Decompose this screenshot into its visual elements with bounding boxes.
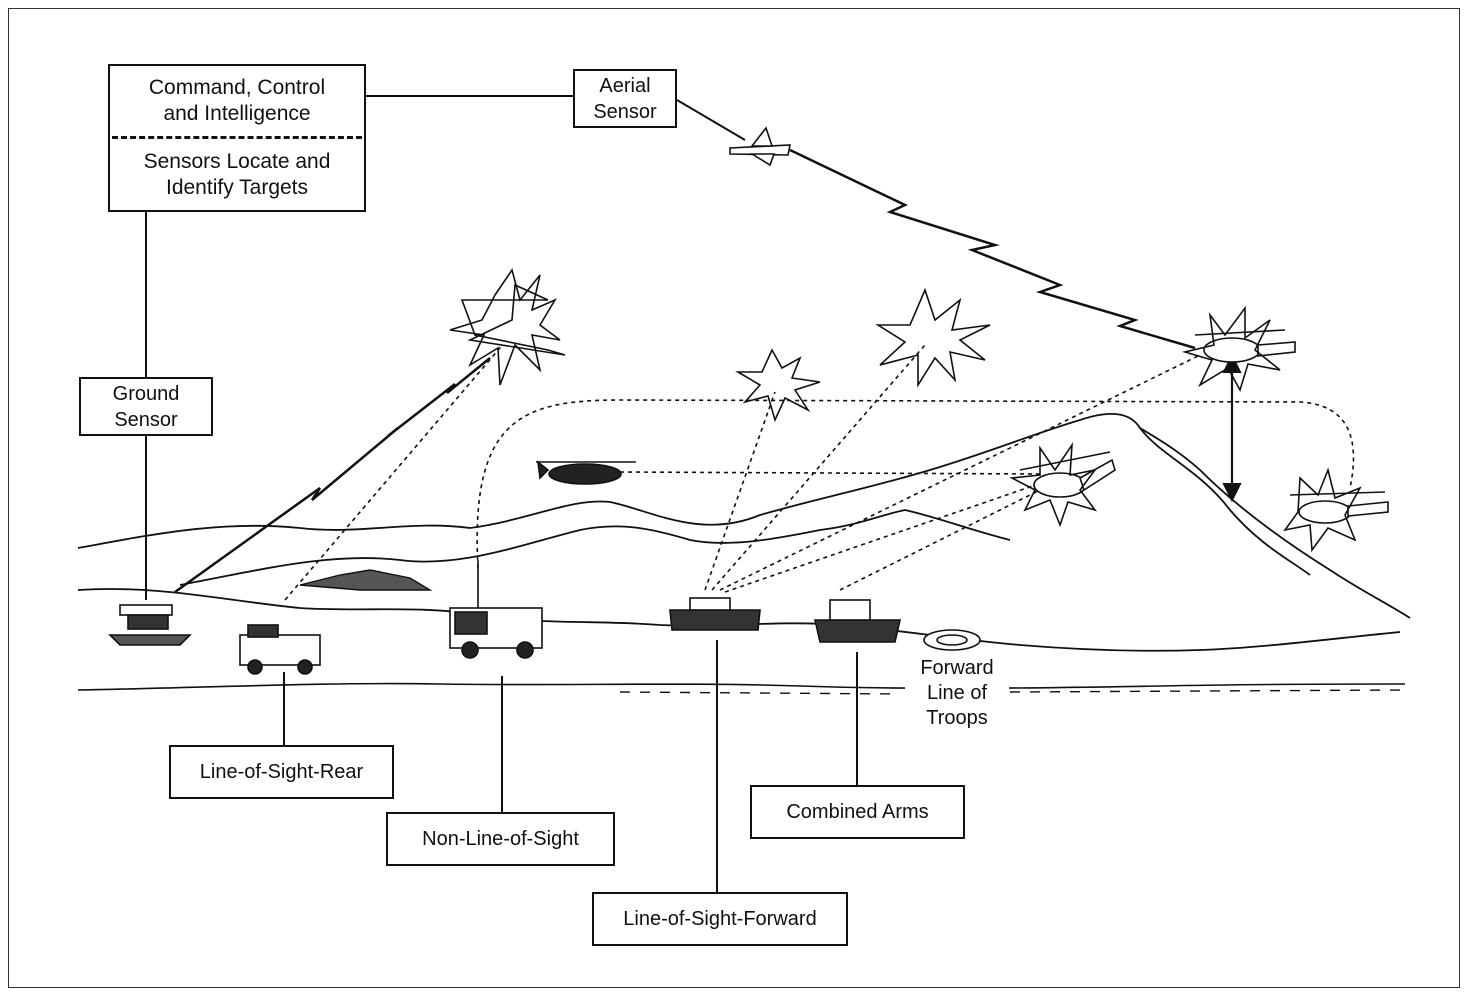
flot-label: Forward Line of Troops xyxy=(905,656,1009,731)
target-helicopter-icon-3 xyxy=(1283,467,1389,553)
aerial-sensor-aircraft-icon xyxy=(729,126,791,167)
enemy-jet-icon xyxy=(449,268,566,386)
non-los-label: Non-Line-of-Sight xyxy=(422,828,579,850)
explosion-icon-1 xyxy=(735,348,821,423)
command-box-line4: Identify Targets xyxy=(165,176,309,199)
figure-frame xyxy=(8,8,1460,988)
flot-line3: Troops xyxy=(926,707,988,729)
aerial-sensor-line2: Sensor xyxy=(593,100,657,123)
aerial-sensor-line1: Aerial xyxy=(599,74,651,97)
los-rear-vehicle-icon xyxy=(239,624,321,675)
flot-dashed-line xyxy=(619,689,1406,695)
los-rear-box: Line-of-Sight-Rear xyxy=(169,745,394,799)
fire-path-losf-2 xyxy=(711,344,926,591)
flot-line1: Forward xyxy=(920,657,994,679)
ground-sensor-box: Ground Sensor xyxy=(79,377,213,436)
friendly-helicopter-icon xyxy=(536,460,636,485)
combined-arms-vehicle-icon xyxy=(813,599,902,643)
fire-path-losr xyxy=(284,341,506,601)
los-forward-vehicle-icon xyxy=(669,597,761,631)
ground-radar-datalink xyxy=(174,357,491,594)
target-helicopter-icon-2 xyxy=(1009,442,1116,528)
command-box-divider xyxy=(112,136,362,139)
flot-marker-icon xyxy=(923,629,981,651)
los-forward-box: Line-of-Sight-Forward xyxy=(592,892,848,946)
command-box-line1: Command, Control xyxy=(148,76,326,99)
los-forward-label: Line-of-Sight-Forward xyxy=(623,908,817,930)
ridge-far xyxy=(77,413,1411,619)
fire-path-losf-4 xyxy=(724,479,1051,593)
combined-arms-box: Combined Arms xyxy=(750,785,965,839)
fire-path-nlos-arc xyxy=(476,399,1355,569)
flot-line2: Line of xyxy=(926,682,988,704)
ground-radar-icon xyxy=(108,604,192,646)
los-rear-label: Line-of-Sight-Rear xyxy=(199,761,364,783)
non-los-box: Non-Line-of-Sight xyxy=(386,812,615,866)
ground-line xyxy=(77,682,1406,691)
ground-sensor-line1: Ground xyxy=(112,382,180,405)
target-helicopter-icon-1 xyxy=(1181,305,1296,393)
command-box-line2: and Intelligence xyxy=(163,102,311,125)
aerial-datalink xyxy=(789,148,1196,350)
combined-arms-label: Combined Arms xyxy=(786,801,929,823)
fire-path-ca xyxy=(839,489,1041,591)
helicopter-to-target-path xyxy=(619,471,1041,475)
fire-path-losf-1 xyxy=(704,391,776,591)
ground-sensor-line2: Sensor xyxy=(114,408,178,431)
ridge-right xyxy=(1139,427,1311,576)
aerial-datalink-top xyxy=(676,99,746,141)
distant-cover-icon xyxy=(299,569,433,591)
command-box-line3: Sensors Locate and xyxy=(143,150,331,173)
fire-path-losf-3 xyxy=(719,354,1201,591)
command-control-box: Command, Control and Intelligence Sensor… xyxy=(108,64,366,212)
ridge-mid xyxy=(179,509,1011,586)
aerial-sensor-box: Aerial Sensor xyxy=(573,69,677,128)
explosion-icon-2 xyxy=(875,287,991,388)
nlos-vehicle-icon xyxy=(449,560,543,659)
